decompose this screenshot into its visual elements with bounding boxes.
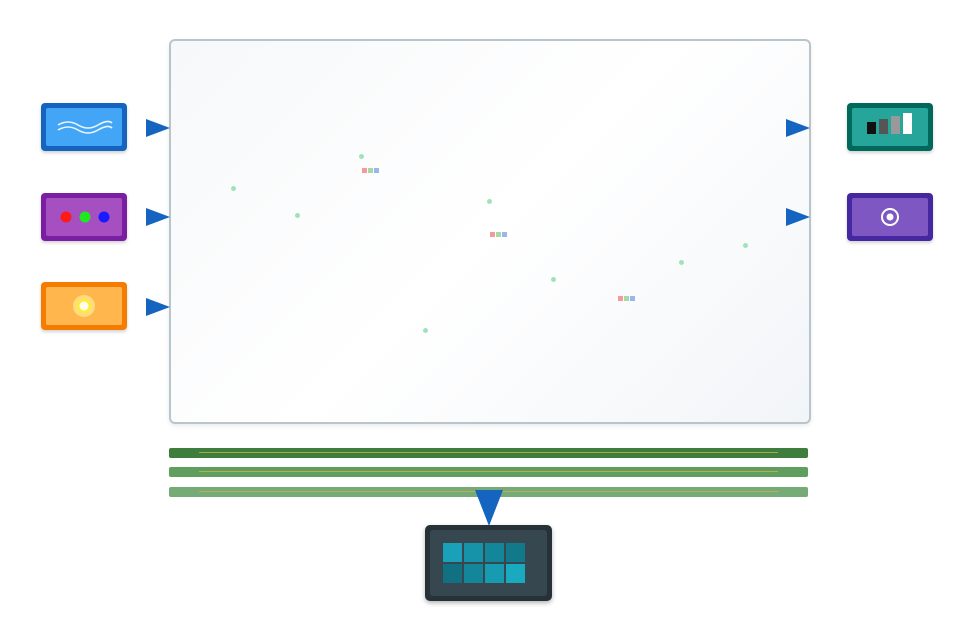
waves-tile (41, 103, 127, 151)
sensor-dot (231, 186, 236, 191)
chip-cell (464, 543, 483, 562)
rgb-tile (41, 193, 127, 241)
chip-cell (485, 564, 504, 583)
chip-cell (506, 543, 525, 562)
rgb-pixel (618, 296, 635, 301)
output-arrow-icon (786, 208, 810, 226)
sensor-dot (487, 199, 492, 204)
rail-1 (169, 448, 808, 458)
sensor-dot (359, 154, 364, 159)
sensor-panel (169, 39, 811, 424)
sensor-dot (743, 243, 748, 248)
input-arrow-icon (146, 298, 170, 316)
target-tile (847, 193, 933, 241)
bars-tile (847, 103, 933, 151)
sensor-dot (679, 260, 684, 265)
rgb-pixel (490, 232, 507, 237)
chip-cell (443, 543, 462, 562)
sun-tile (41, 282, 127, 330)
chip (425, 525, 552, 601)
input-arrow-icon (146, 119, 170, 137)
sun-icon (73, 295, 95, 317)
output-arrow-icon (786, 119, 810, 137)
chip-grid-icon (443, 543, 525, 583)
input-arrow-icon (146, 208, 170, 226)
rail-2 (169, 467, 808, 477)
down-arrow-icon (475, 490, 503, 526)
sensor-dot (551, 277, 556, 282)
grayscale-bars-icon (867, 113, 912, 134)
sensor-dot (295, 213, 300, 218)
waves-icon (57, 120, 113, 134)
chip-cell (443, 564, 462, 583)
rgb-dots-icon (60, 211, 110, 223)
sensor-dot (423, 328, 428, 333)
chip-cell (485, 543, 504, 562)
chip-cell (506, 564, 525, 583)
rgb-pixel (362, 168, 379, 173)
chip-cell (464, 564, 483, 583)
target-icon (881, 208, 899, 226)
